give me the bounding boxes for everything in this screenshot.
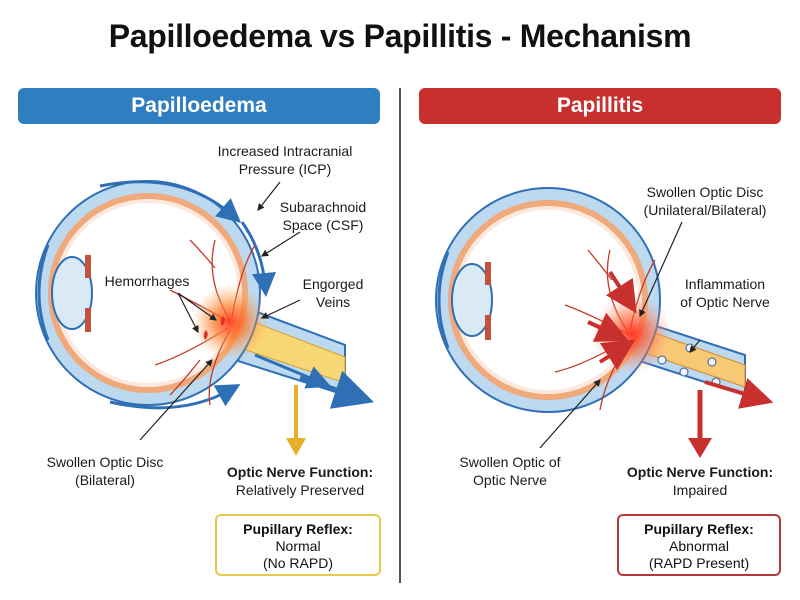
papilloedema-header: Papilloedema: [18, 88, 380, 124]
swollen-disc-label-right: Swollen Optic Disc(Unilateral/Bilateral): [643, 184, 767, 218]
center-divider: [399, 88, 401, 583]
papilloedema-eye: [35, 180, 375, 456]
swollen-disc-label-left: Swollen Optic Disc(Bilateral): [46, 454, 164, 488]
papillitis-eye: [435, 187, 774, 458]
hemorrhages-label: Hemorrhages: [104, 273, 190, 289]
papillitis-header: Papillitis: [419, 88, 781, 124]
pupillary-reflex-box-left: Pupillary Reflex: Normal (No RAPD): [215, 514, 381, 576]
optic-nerve-function-right: Optic Nerve Function:Impaired: [626, 464, 774, 498]
page-title: Papilloedema vs Papillitis - Mechanism: [108, 18, 692, 54]
optic-nerve-function-left: Optic Nerve Function:Relatively Preserve…: [226, 464, 374, 498]
pupillary-reflex-box-right: Pupillary Reflex: Abnormal (RAPD Present…: [617, 514, 781, 576]
